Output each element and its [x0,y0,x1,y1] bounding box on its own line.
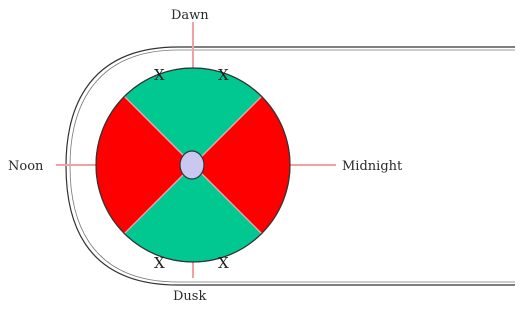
label-midnight: Midnight [342,159,403,174]
x-marker-bottom-left: X [154,254,165,272]
x-marker-top-left: X [154,66,165,84]
label-noon: Noon [8,159,44,174]
x-marker-bottom-right: X [218,254,229,272]
label-dusk: Dusk [173,289,206,304]
center-disc [180,151,204,179]
x-marker-top-right: X [218,66,229,84]
label-dawn: Dawn [171,8,209,23]
